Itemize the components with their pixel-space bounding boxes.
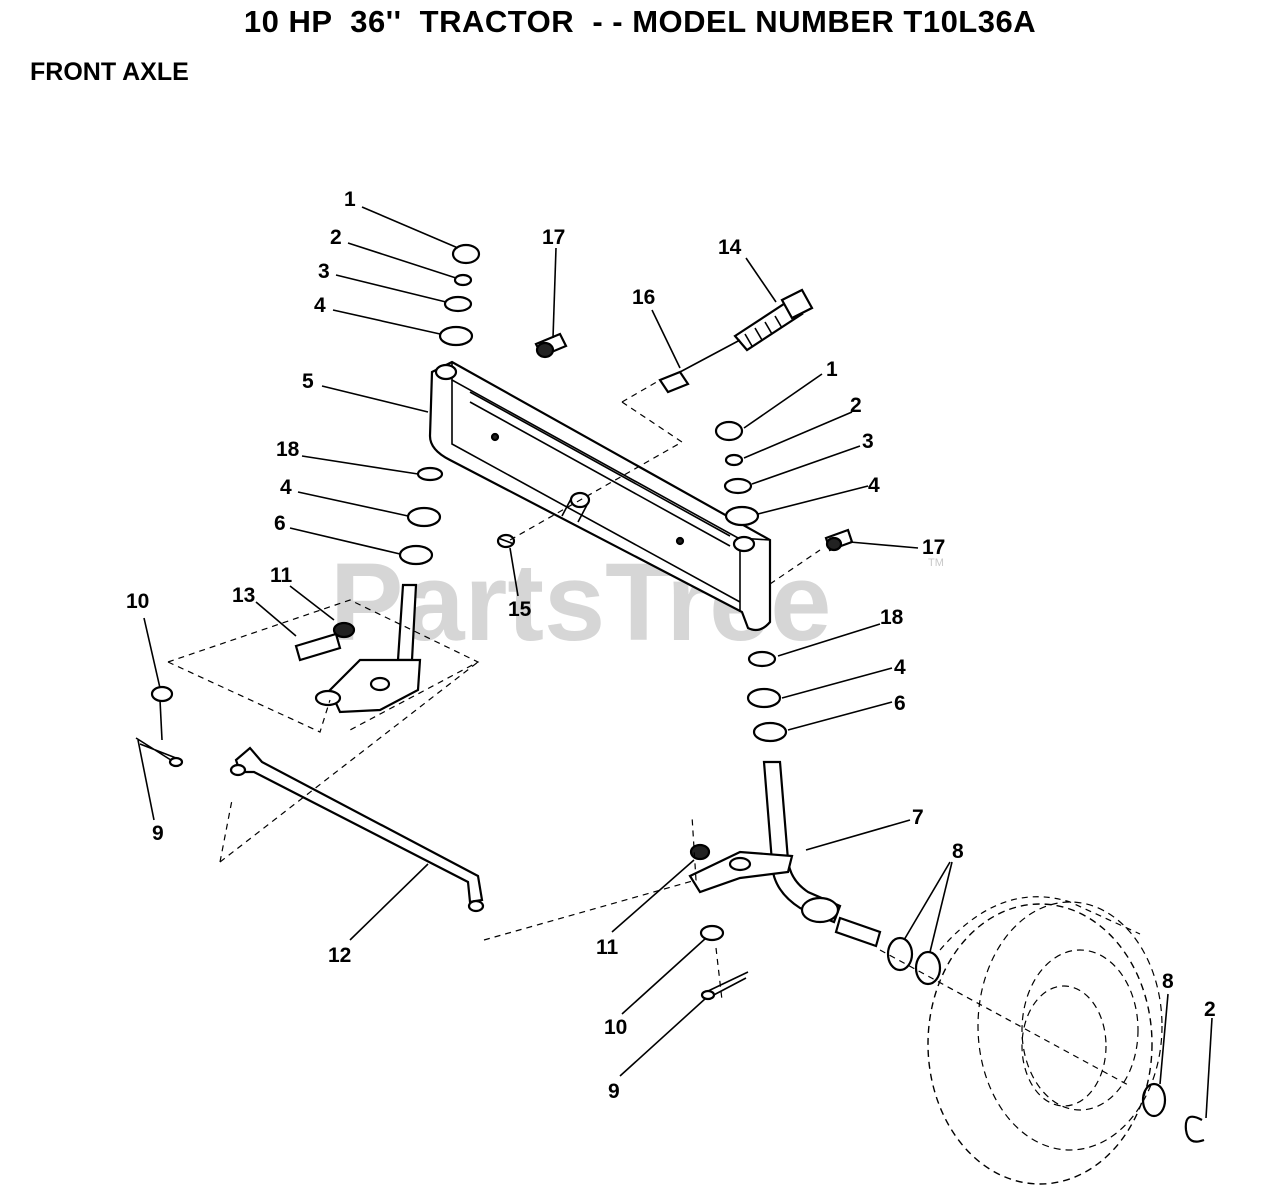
- callout-10b: 10: [604, 1016, 627, 1039]
- front-wheel[interactable]: [927, 896, 1163, 1185]
- callout-labels: 1 2 3 4 17 14 16 5 1 2 3 4 18 4 6 17 11 …: [126, 188, 1216, 1103]
- callout-4d: 4: [894, 656, 906, 679]
- washer-8a[interactable]: [886, 936, 914, 972]
- callout-11b: 11: [596, 936, 619, 959]
- left-spindle-stack[interactable]: [294, 243, 481, 714]
- pivot-bolt-14[interactable]: [733, 288, 814, 352]
- callout-15: 15: [508, 598, 532, 621]
- callout-17b: 17: [922, 536, 945, 559]
- callout-11: 11: [270, 564, 293, 587]
- callout-2c: 2: [1204, 998, 1216, 1021]
- retaining-ring-2[interactable]: [1184, 1115, 1205, 1143]
- callout-18b: 18: [880, 606, 904, 629]
- leader-lines: [137, 206, 1213, 1119]
- washer-8c[interactable]: [1141, 1082, 1167, 1118]
- callout-8: 8: [952, 840, 964, 863]
- callout-9: 9: [152, 822, 164, 845]
- right-washer-10[interactable]: [699, 924, 725, 942]
- page-title: 10 HP 36'' TRACTOR - - MODEL NUMBER T10L…: [243, 4, 1037, 39]
- callout-4c: 4: [280, 476, 292, 499]
- left-washer-10[interactable]: [150, 685, 174, 703]
- callout-17: 17: [542, 226, 565, 249]
- callout-6b: 6: [894, 692, 906, 715]
- callout-7: 7: [912, 806, 924, 829]
- callout-18: 18: [276, 438, 300, 461]
- washer-8b[interactable]: [914, 950, 942, 986]
- callout-16: 16: [632, 286, 655, 309]
- tie-rod[interactable]: [229, 746, 485, 913]
- callout-4: 4: [314, 294, 326, 317]
- section-title: FRONT AXLE: [30, 58, 189, 86]
- left-cotter-pin-9[interactable]: [135, 737, 177, 763]
- callout-5: 5: [302, 370, 314, 393]
- callout-14: 14: [718, 236, 742, 259]
- right-spindle-stack[interactable]: [688, 420, 882, 948]
- callout-12: 12: [328, 944, 351, 967]
- callout-2b: 2: [850, 394, 862, 417]
- callout-2: 2: [330, 226, 342, 249]
- callout-9b: 9: [608, 1080, 620, 1103]
- grease-fitting-17-left[interactable]: [534, 332, 568, 359]
- nut-16[interactable]: [658, 339, 741, 394]
- callout-10: 10: [126, 590, 149, 613]
- callout-8b: 8: [1162, 970, 1174, 993]
- callout-1b: 1: [826, 358, 838, 381]
- watermark-trademark: TM: [928, 557, 944, 569]
- axle-beam[interactable]: [428, 360, 772, 632]
- spacer-15[interactable]: [496, 533, 516, 549]
- callout-1: 1: [344, 188, 356, 211]
- callout-13: 13: [232, 584, 255, 607]
- callout-3: 3: [318, 260, 330, 283]
- callout-4b: 4: [868, 474, 880, 497]
- callout-3b: 3: [862, 430, 874, 453]
- callout-6: 6: [274, 512, 286, 535]
